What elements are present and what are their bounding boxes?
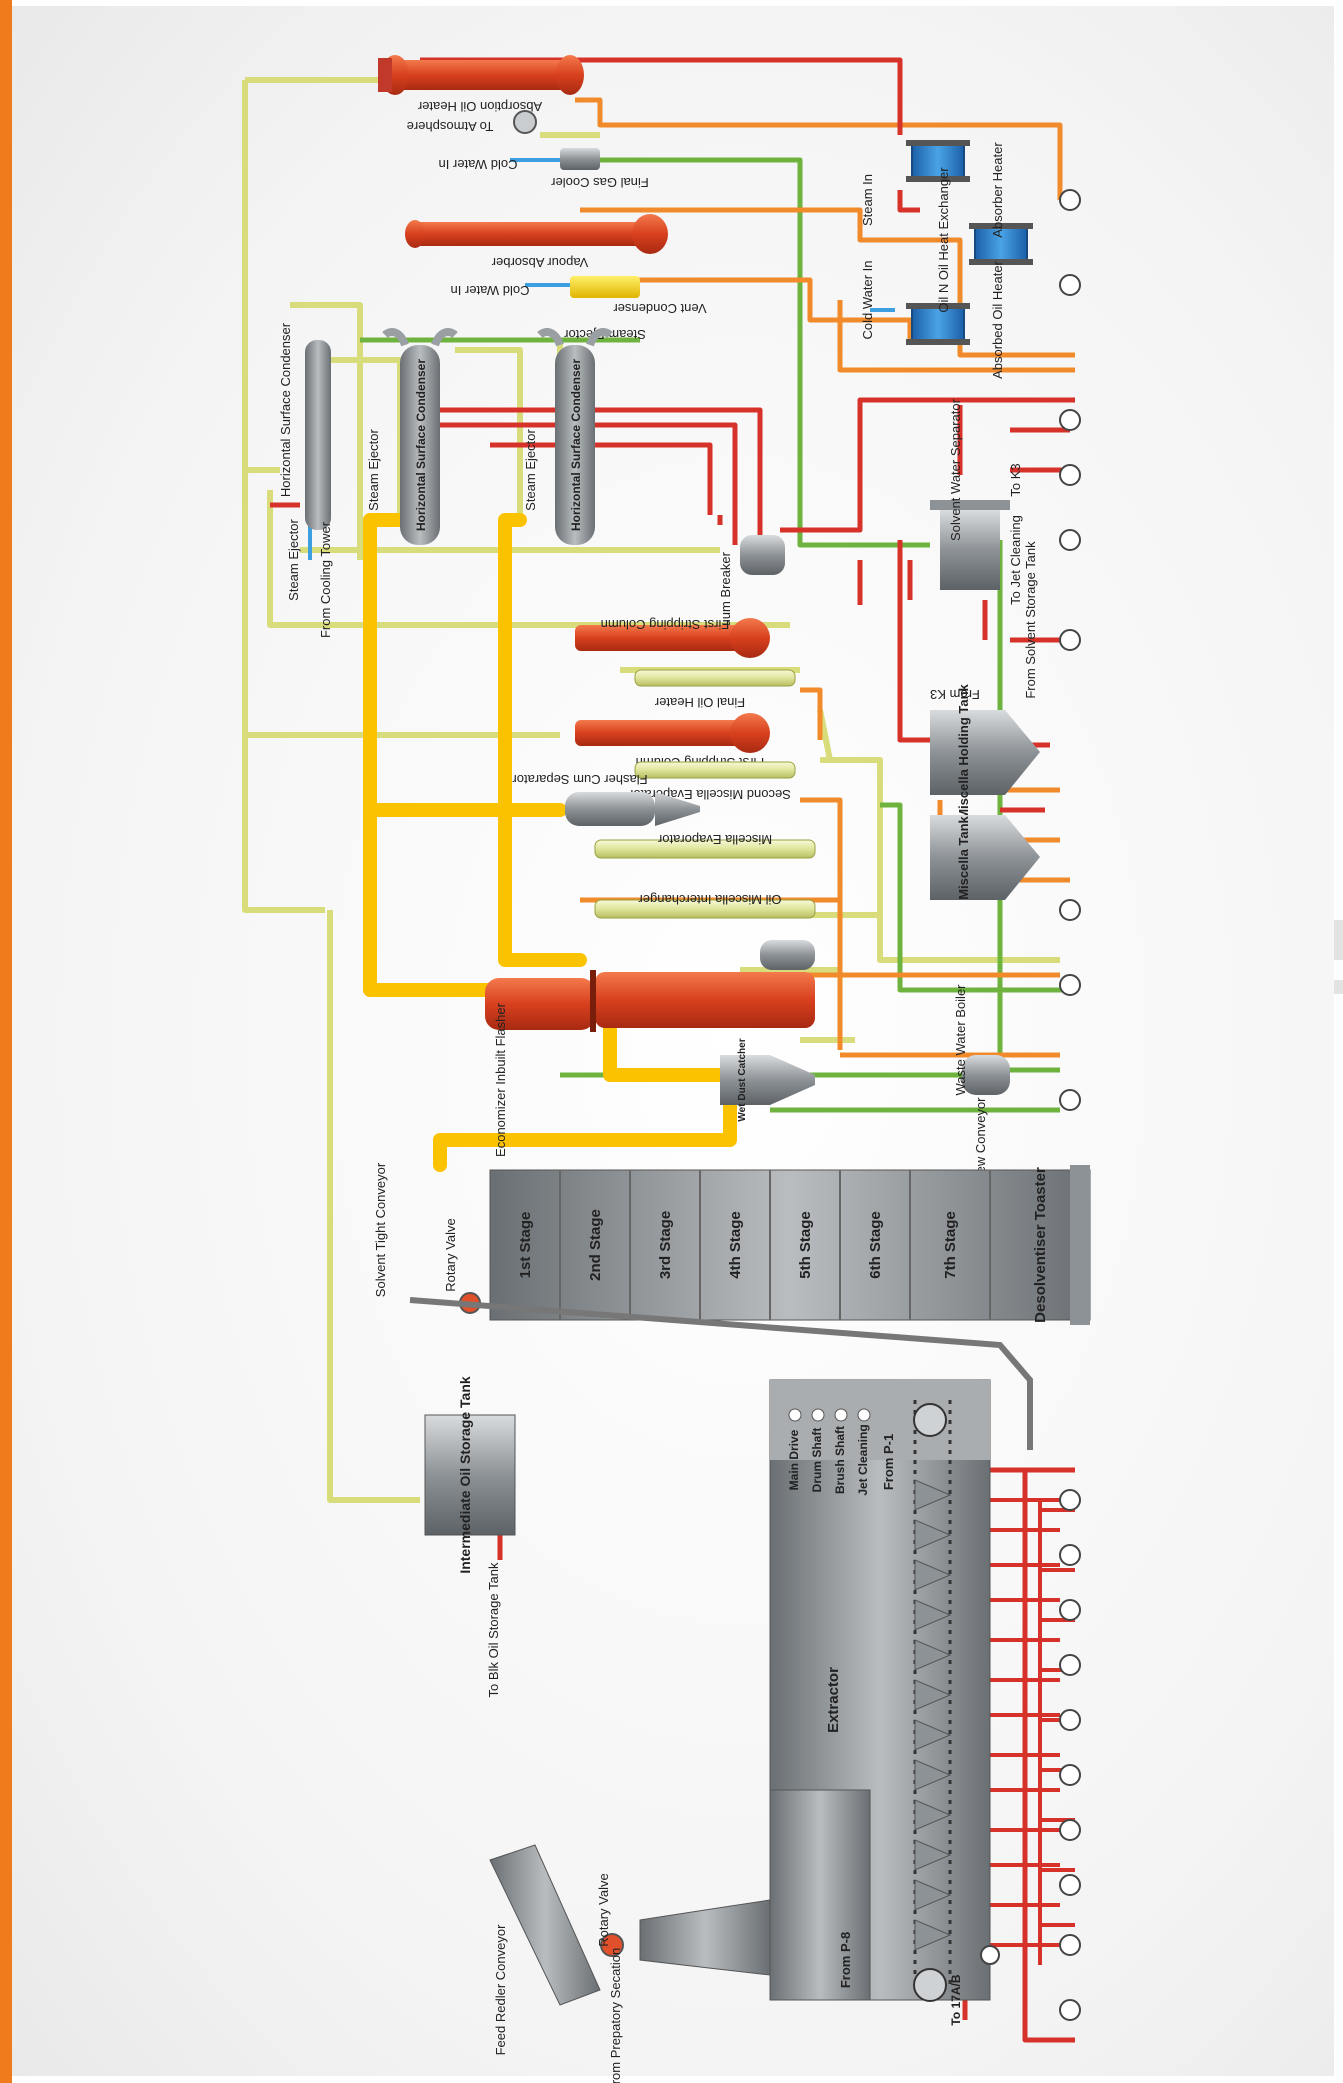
stage-7-label: 7th Stage [942,1211,959,1279]
from-preparatory-section-label: From Prepatory Secation [608,1948,623,2083]
stage-5-label: 5th Stage [797,1211,814,1279]
first-stripping-column-bottom [575,713,770,753]
second-miscella-evaporator [635,762,795,778]
steam-ejector-label-1: Steam Ejector [366,429,381,511]
horizontal-surface-condenser-left [305,340,331,530]
solvent-water-separator-label: Solvent Water Separator [948,398,963,541]
solvent-tight-conveyor-label: Solvent Tight Conveyor [373,1162,388,1297]
stage-6-label: 6th Stage [867,1211,884,1279]
brush-shaft-label: Brush Shaft [833,1426,847,1494]
from-p1-label: From P-1 [881,1434,896,1490]
pump-icons [981,190,1080,2020]
wet-dust-catcher [720,1055,815,1105]
vent-condenser [570,276,640,298]
from-solvent-storage-tank-label: From Solvent Storage Tank [1023,541,1038,699]
vent-condenser-label: Vent Condenser [613,301,707,316]
solvent-water-separator [930,500,1010,590]
stage-3-label: 3rd Stage [657,1211,674,1279]
economizer-inbuilt-flasher-label: Economizer Inbuilt Flasher [493,1002,508,1157]
miscella-tank-label: Miscella Tank [956,815,971,899]
extractor [770,1380,990,2000]
final-gas-cooler [560,148,600,170]
intermediate-oil-storage-tank-label: Intermediate Oil Storage Tank [457,1376,473,1574]
horizontal-surface-condenser-label-2: Horizontal Surface Condenser [414,359,428,531]
final-oil-heater-label: Final Oil Heater [654,695,745,710]
rotary-valve-label-2: Rotary Valve [596,1873,611,1946]
final-oil-heater [635,670,795,686]
atmosphere-blower-icon [514,111,536,133]
jet-cleaning-label: Jet Cleaning [856,1424,870,1495]
oil-miscella-interchanger-label: Oil Miscella Interchanger [638,892,782,907]
miscella-holding-tank-label: Miscella Holding Tank [956,683,971,819]
absorber-heater-label: Absorber Heater [990,142,1005,238]
to-17ab-label: To 17A/B [949,1974,963,2025]
final-gas-cooler-label: Final Gas Cooler [551,175,649,190]
steam-ejector-label-3: Steam Ejector [286,519,301,601]
wet-dust-catcher-label: Wet Dust Catcher [737,1038,748,1121]
from-cooling-tower-label: From Cooling Tower [318,521,333,638]
miscella-holding-tank [930,710,1040,795]
rotary-valve-label-1: Rotary Valve [443,1218,458,1291]
vapour-absorber [405,214,668,254]
horizontal-surface-condenser-label-3: Horizontal Surface Condenser [569,359,583,531]
absorbed-oil-heater-label: Absorbed Oil Heater [990,260,1005,378]
vacuum-breaker [740,535,785,575]
stage-2-label: 2nd Stage [587,1209,604,1281]
steam-in-label: Steam In [860,174,875,226]
to-atmosphere-label: To Atmosphere [407,119,494,134]
flasher-cum-separator-label: Flasher Cum Separator [512,772,648,787]
to-jet-cleaning-label: To Jet Cleaning [1008,515,1023,605]
main-drive-label: Main Drive [787,1429,801,1490]
to-bulk-oil-storage-tank-label: To Blk Oil Storage Tank [486,1562,501,1697]
oil-n-oil-heat-exchanger-label: Oil N Oil Heat Exchanger [936,167,951,313]
absorption-oil-heater [378,55,584,95]
cold-water-in-label-2: Cold Water In [451,283,530,298]
steam-ejector-label-2: Steam Ejector [523,429,538,511]
stage-1-label: 1st Stage [517,1212,534,1279]
horizontal-surface-condenser-label-1: Horizontal Surface Condenser [278,322,293,497]
miscella-tank [930,815,1040,900]
feed-redler-conveyor-label: Feed Redler Conveyor [493,1924,508,2055]
from-k3-label: From K3 [930,687,980,702]
desolventiser-toaster-label: Desolventiser Toaster [1032,1167,1049,1323]
waste-water-boiler-label: Waste Water Boiler [953,984,968,1096]
vapour-absorber-label: Vapour Absorber [491,255,588,270]
cold-water-in-label-1: Cold Water In [439,157,518,172]
waste-water-boiler [962,1055,1010,1095]
drum-shaft-label: Drum Shaft [810,1428,824,1493]
cold-water-in-label-3: Cold Water In [860,261,875,340]
first-stripping-column-label-1: First Stripping Column [601,617,730,632]
feed-hopper [640,1900,770,1975]
desolventiser-toaster [490,1165,1090,1325]
extractor-sprocket-bottom [914,1969,946,2001]
small-flash-vessel [760,940,815,970]
miscella-evaporator-label: Miscella Evaporator [657,832,772,847]
stage-4-label: 4th Stage [727,1211,744,1279]
economizer-inbuilt-flasher [485,970,815,1032]
extractor-sprocket-top [914,1404,946,1436]
extractor-label: Extractor [825,1667,842,1733]
to-k3-label: To K3 [1008,463,1023,496]
from-p8-label: From P-8 [838,1932,853,1988]
